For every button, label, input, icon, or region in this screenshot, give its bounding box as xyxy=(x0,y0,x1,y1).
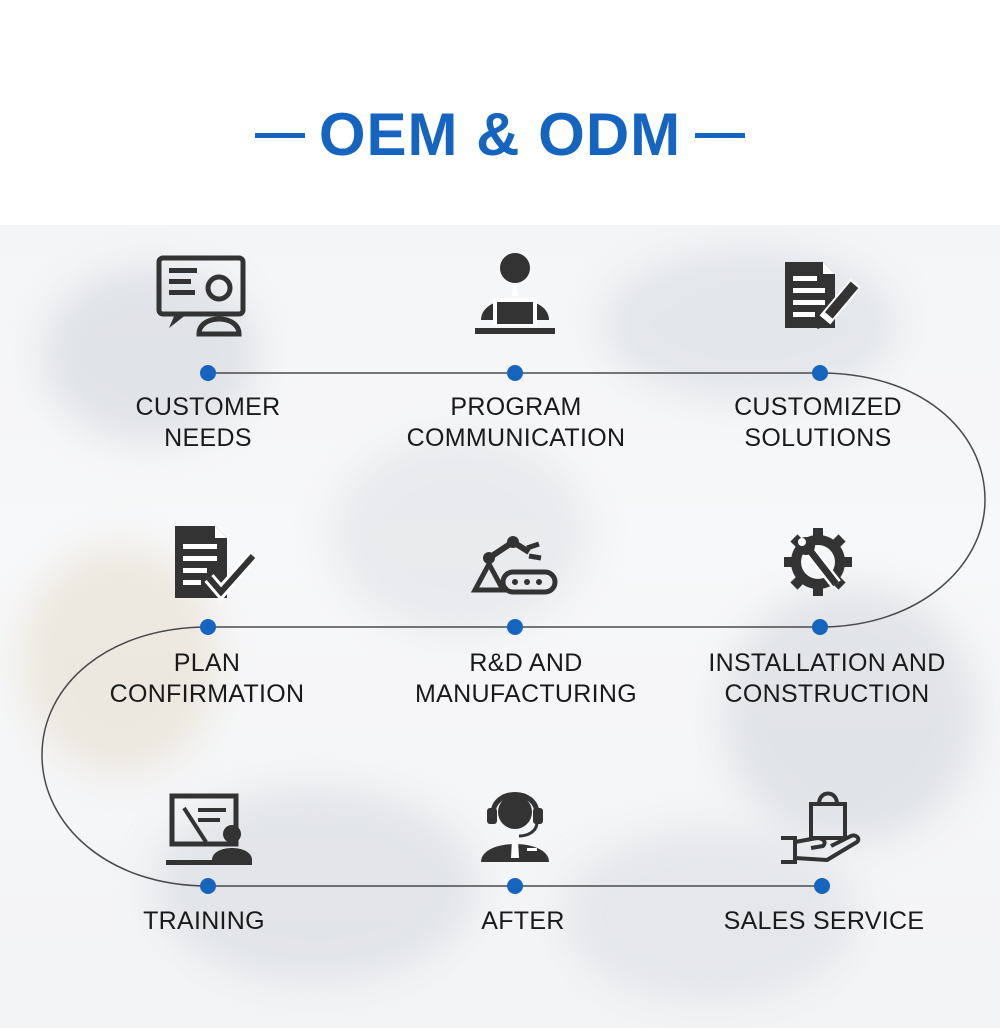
step-label-line: MANUFACTURING xyxy=(415,680,637,708)
step-label-line: INSTALLATION AND xyxy=(708,649,946,677)
page-title: OEM & ODM xyxy=(318,101,682,168)
program-communication-icon xyxy=(475,253,555,334)
sales-service-icon xyxy=(781,791,861,864)
step-label-line: CONFIRMATION xyxy=(109,680,305,708)
step-label-line: R&D AND xyxy=(469,649,583,677)
installation-construction-icon xyxy=(784,528,852,596)
step-dot xyxy=(507,878,523,894)
step-label-line: AFTER xyxy=(481,907,565,935)
training-icon xyxy=(166,793,252,865)
plan-confirmation-icon xyxy=(175,526,258,602)
step-label-line: TRAINING xyxy=(143,907,265,935)
step-dot xyxy=(812,619,828,635)
step-label-rd-manufacturing: R&D AND MANUFACTURING xyxy=(376,648,676,710)
rd-manufacturing-icon xyxy=(470,536,558,595)
step-label-customized-solutions: CUSTOMIZED SOLUTIONS xyxy=(668,392,968,454)
step-dot xyxy=(200,878,216,894)
step-label-line: PROGRAM xyxy=(450,393,582,421)
step-label-line: CUSTOMIZED xyxy=(734,393,902,421)
step-dot xyxy=(507,365,523,381)
after-icon xyxy=(481,792,549,862)
title-dash-left xyxy=(254,132,305,138)
step-label-sales-service: SALES SERVICE xyxy=(674,906,974,937)
customized-solutions-icon xyxy=(785,262,862,330)
step-dot xyxy=(814,878,830,894)
step-label-line: SOLUTIONS xyxy=(744,424,892,452)
title-row: OEM & ODM xyxy=(0,100,1000,170)
step-label-line: COMMUNICATION xyxy=(406,424,626,452)
title-dash-right xyxy=(695,132,746,138)
process-path xyxy=(41,365,986,894)
step-label-line: SALES SERVICE xyxy=(723,907,925,935)
step-label-plan-confirmation: PLAN CONFIRMATION xyxy=(57,648,357,710)
step-label-line: PLAN xyxy=(173,649,241,677)
step-label-after: AFTER xyxy=(373,906,673,937)
step-label-line: NEEDS xyxy=(164,424,252,452)
step-dot xyxy=(507,619,523,635)
customer-needs-icon xyxy=(156,255,246,337)
step-label-line: CONSTRUCTION xyxy=(724,680,930,708)
step-label-line: CUSTOMER xyxy=(135,393,281,421)
step-label-training: TRAINING xyxy=(54,906,354,937)
step-label-program-communication: PROGRAM COMMUNICATION xyxy=(366,392,666,454)
step-label-customer-needs: CUSTOMER NEEDS xyxy=(58,392,358,454)
step-label-installation-construction: INSTALLATION AND CONSTRUCTION xyxy=(677,648,977,710)
step-dot xyxy=(200,365,216,381)
step-dot xyxy=(812,365,828,381)
step-dot xyxy=(200,619,216,635)
